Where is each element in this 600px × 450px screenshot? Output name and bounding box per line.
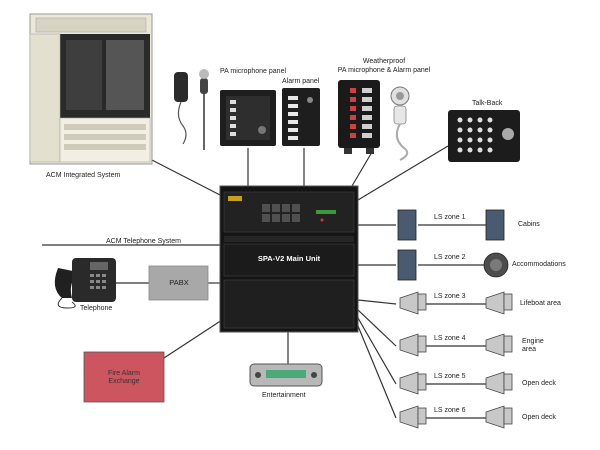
entertainment-device	[249, 363, 323, 387]
acm-integrated-cabinet	[29, 13, 153, 165]
pa-microphone-icon	[174, 69, 209, 150]
label-pa-mic-panel: PA microphone panel	[220, 68, 287, 75]
speaker-zone-2	[397, 249, 509, 281]
pabx-label: PABX	[169, 278, 189, 287]
label-alarm-panel: Alarm panel	[282, 78, 320, 85]
fire-alarm-line-2: Exchange	[108, 378, 140, 386]
zone-destination-5: Open deck	[522, 380, 556, 387]
label-weatherproof-1: Weatherproof	[362, 58, 406, 65]
fire-alarm-box	[83, 351, 165, 403]
alarm-panel	[282, 88, 320, 146]
zone-destination-4: Engine area	[522, 338, 544, 354]
telephone-icon	[54, 258, 116, 309]
connection-lines	[42, 145, 486, 419]
main-unit-title: SPA-V2 Main Unit	[257, 254, 321, 263]
label-entertainment: Entertainment	[262, 392, 306, 399]
pa-microphone-panel	[220, 90, 276, 146]
horn-speakers	[399, 291, 513, 429]
zone-label-3: LS zone 3	[434, 293, 466, 300]
link-talkback	[357, 145, 449, 201]
fire-alarm-label: Fire Alarm Exchange	[84, 370, 164, 387]
zone-label-2: LS zone 2	[434, 254, 466, 261]
label-acm-integrated: ACM Integrated System	[46, 172, 121, 179]
link-zone-4	[357, 309, 397, 347]
zone-label-1: LS zone 1	[434, 214, 466, 221]
weatherproof-panel	[338, 80, 380, 154]
link-zone-6	[357, 325, 397, 419]
pabx-box	[148, 265, 209, 301]
zone-destination-1: Cabins	[518, 221, 540, 228]
zone-label-6: LS zone 6	[434, 407, 466, 414]
link-weatherproof	[351, 151, 373, 187]
zone-destination-3: Lifeboat area	[520, 300, 561, 307]
fire-alarm-line-1: Fire Alarm	[108, 370, 140, 377]
main-unit-rack	[219, 185, 359, 333]
zone-label-5: LS zone 5	[434, 373, 466, 380]
zone-label-4: LS zone 4	[434, 335, 466, 342]
link-acm-integrated	[147, 157, 223, 197]
talkback-panel	[448, 110, 520, 162]
zone-destination-6: Open deck	[522, 414, 556, 421]
link-zone-3	[357, 299, 397, 305]
label-talkback: Talk-Back	[472, 100, 503, 107]
link-zone-5	[357, 317, 397, 385]
weatherproof-microphone-icon	[390, 86, 410, 161]
speaker-zone-1	[397, 209, 505, 241]
label-telephone: Telephone	[80, 305, 113, 312]
label-weatherproof-2: PA microphone & Alarm panel	[337, 67, 431, 74]
zone-destination-2: Accommodations	[512, 261, 566, 268]
label-acm-telephone: ACM Telephone System	[106, 238, 181, 245]
link-fire-alarm	[163, 319, 223, 359]
